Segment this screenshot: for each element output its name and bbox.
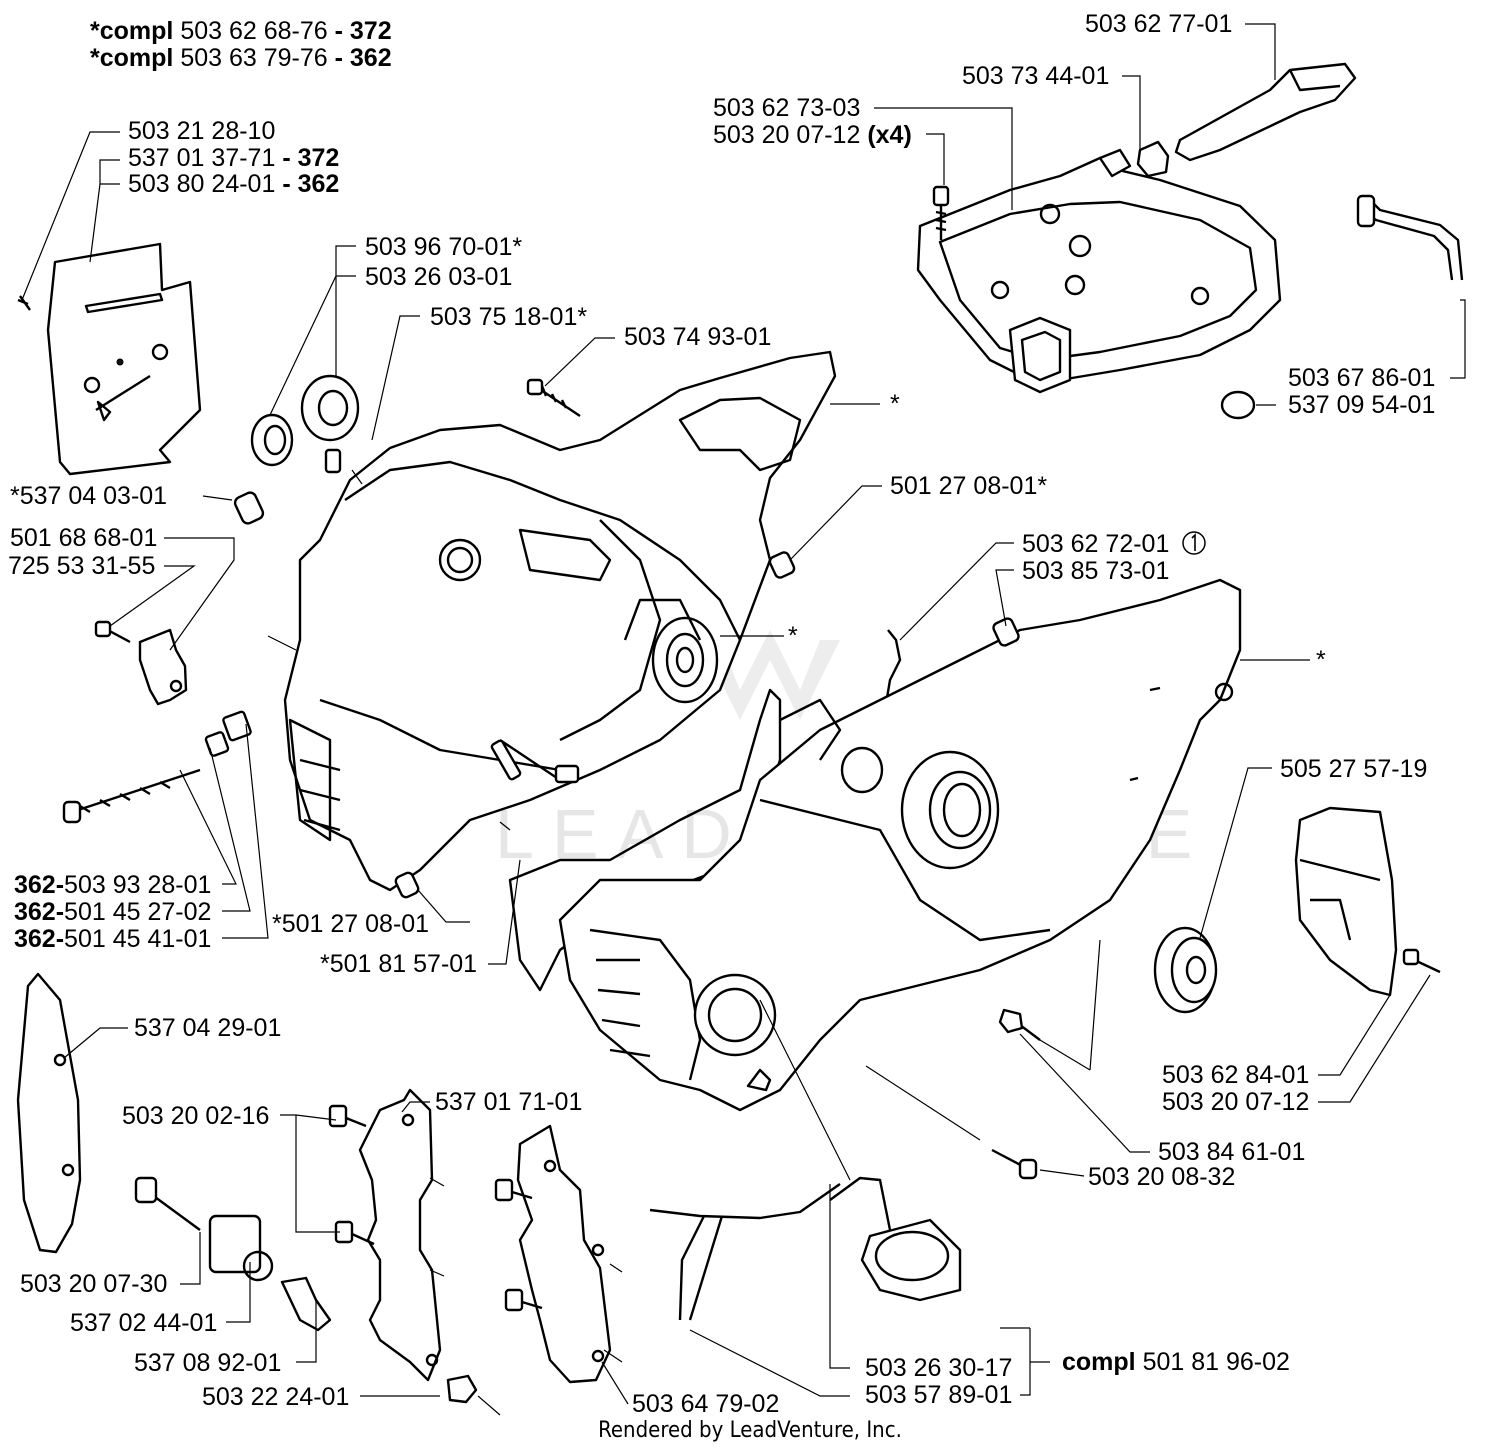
label-501-68-68-01: 501 68 68-01 [10, 524, 157, 552]
label-503-84-61-01: 503 84 61-01 [1158, 1138, 1305, 1166]
left-bearing-drawing [623, 598, 719, 704]
label-503-64-79-02: 503 64 79-02 [632, 1390, 779, 1418]
label-503-62-73-03: 503 62 73-03 [713, 94, 860, 122]
plug-drawing [1220, 390, 1256, 420]
label-503-73-44-01: 503 73 44-01 [962, 62, 1109, 90]
left-crankcase-drawing [283, 350, 837, 892]
label-501-81-57-01: *501 81 57-01 [320, 950, 477, 978]
label-537-02-44-01: 537 02 44-01 [70, 1309, 217, 1337]
label-537-04-03-01: *537 04 03-01 [10, 482, 167, 510]
label-503-20-07-30: 503 20 07-30 [20, 1270, 167, 1298]
spike-plate-drawing [358, 1088, 612, 1384]
label-501-45-27-02: 362-501 45 27-02 [14, 898, 211, 926]
pin-drawings [233, 491, 1020, 899]
right-crankcase-drawing [558, 578, 1242, 1112]
label-501-27-08-01b: *501 27 08-01 [272, 910, 429, 938]
dowel-drawings [490, 739, 522, 781]
label-503-93-28-01: 362-503 93 28-01 [14, 871, 211, 899]
label-503-75-18-01: 503 75 18-01* [430, 303, 587, 331]
label-503-62-84-01: 503 62 84-01 [1162, 1061, 1309, 1089]
label-503-21-28-10: 503 21 28-10 [128, 117, 275, 145]
label-503-57-89-01: 503 57 89-01 [865, 1381, 1012, 1409]
label-537-01-71-01: 537 01 71-01 [435, 1088, 582, 1116]
compl-prefix: *compl [90, 17, 173, 45]
hose-drawing [1356, 194, 1464, 281]
label-537-01-37-71: 537 01 37-71 - 372 [128, 144, 339, 172]
right-bearing-drawing [1153, 926, 1218, 1014]
oil-cap-drawing [649, 1176, 962, 1321]
leader-lines [21, 23, 1466, 1416]
label-503-20-07-12: 503 20 07-12 [1162, 1088, 1309, 1116]
screw-drawings [62, 378, 1441, 1180]
label-503-22-24-01: 503 22 24-01 [202, 1383, 349, 1411]
label-503-26-30-17: 503 26 30-17 [865, 1354, 1012, 1382]
adjuster-drawing [204, 710, 252, 757]
footer-credit: Rendered by LeadVenture, Inc. [598, 1418, 902, 1443]
part-drawings [16, 62, 1464, 1404]
label-503-26-03-01: 503 26 03-01 [365, 263, 512, 291]
circled-one-icon [1182, 531, 1206, 555]
label-503-85-73-01: 503 85 73-01 [1022, 557, 1169, 585]
label-star-3: * [788, 622, 798, 650]
label-725-53-31-55: 725 53 31-55 [8, 552, 155, 580]
guide-plate-drawing [17, 242, 202, 476]
label-537-04-29-01: 537 04 29-01 [134, 1014, 281, 1042]
header-line-1: *compl 503 62 68-76 - 372 [90, 17, 392, 45]
label-501-45-41-01: 362-501 45 41-01 [14, 925, 211, 953]
label-503-62-72-01: 503 62 72-01 [1022, 530, 1169, 558]
label-505-27-57-19: 505 27 57-19 [1280, 755, 1427, 783]
bracket-drawing [138, 628, 188, 706]
throttle-handle-drawing [1174, 62, 1357, 162]
label-503-62-77-01: 503 62 77-01 [1085, 10, 1232, 38]
label-503-20-08-32: 503 20 08-32 [1088, 1163, 1235, 1191]
label-503-74-93-01: 503 74 93-01 [624, 323, 771, 351]
spike-bolt-drawing [134, 1104, 543, 1404]
label-503-96-70-01: 503 96 70-01* [365, 233, 522, 261]
label-501-27-08-01a: 501 27 08-01* [890, 472, 1047, 500]
label-star-1: * [890, 390, 900, 418]
part-labels: *compl 503 62 68-76 - 372 *compl 503 63 … [8, 10, 1435, 1418]
header-line-2: *compl 503 63 79-76 - 362 [90, 44, 392, 72]
label-503-67-86-01: 503 67 86-01 [1288, 364, 1435, 392]
label-star-2: * [1316, 646, 1326, 674]
label-compl-501-81-96-02: compl 501 81 96-02 [1062, 1348, 1290, 1376]
label-503-20-02-16: 503 20 02-16 [122, 1102, 269, 1130]
label-503-80-24-01: 503 80 24-01 - 362 [128, 170, 339, 198]
tank-screw-drawing [932, 185, 950, 240]
side-cover-drawing [1294, 806, 1398, 997]
bar-plate-drawing [16, 972, 82, 1254]
label-503-20-07-12-x4: 503 20 07-12 (x4) [713, 121, 912, 149]
tank-cover-drawing [916, 148, 1282, 394]
grommet-drawing [1136, 140, 1170, 178]
label-537-09-54-01: 537 09 54-01 [1288, 391, 1435, 419]
seal-drawing [250, 374, 360, 474]
label-537-08-92-01: 537 08 92-01 [134, 1349, 281, 1377]
